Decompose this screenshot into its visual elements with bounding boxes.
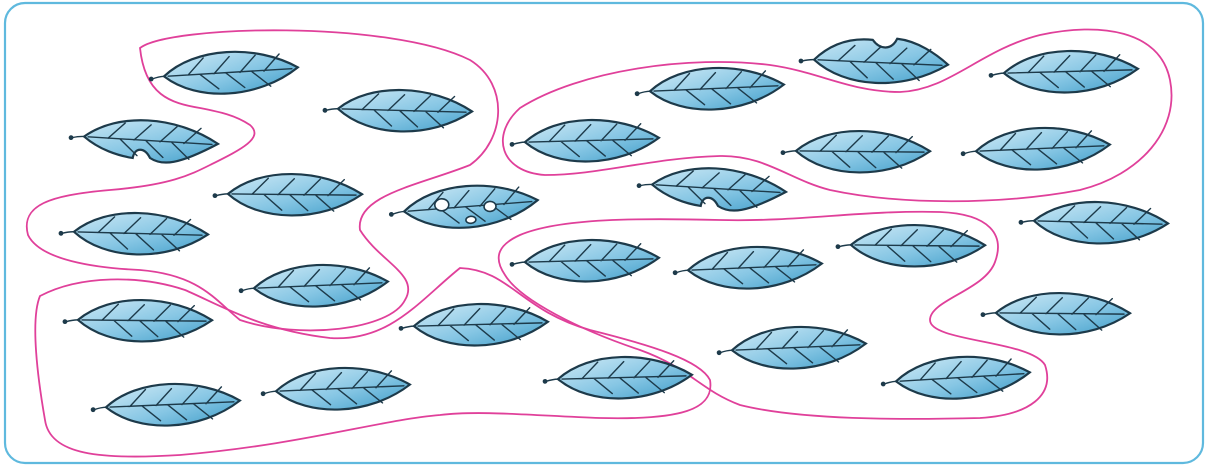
leaf-hole <box>484 201 497 212</box>
leaf-hole <box>434 198 449 211</box>
leaf-hole <box>466 216 476 224</box>
